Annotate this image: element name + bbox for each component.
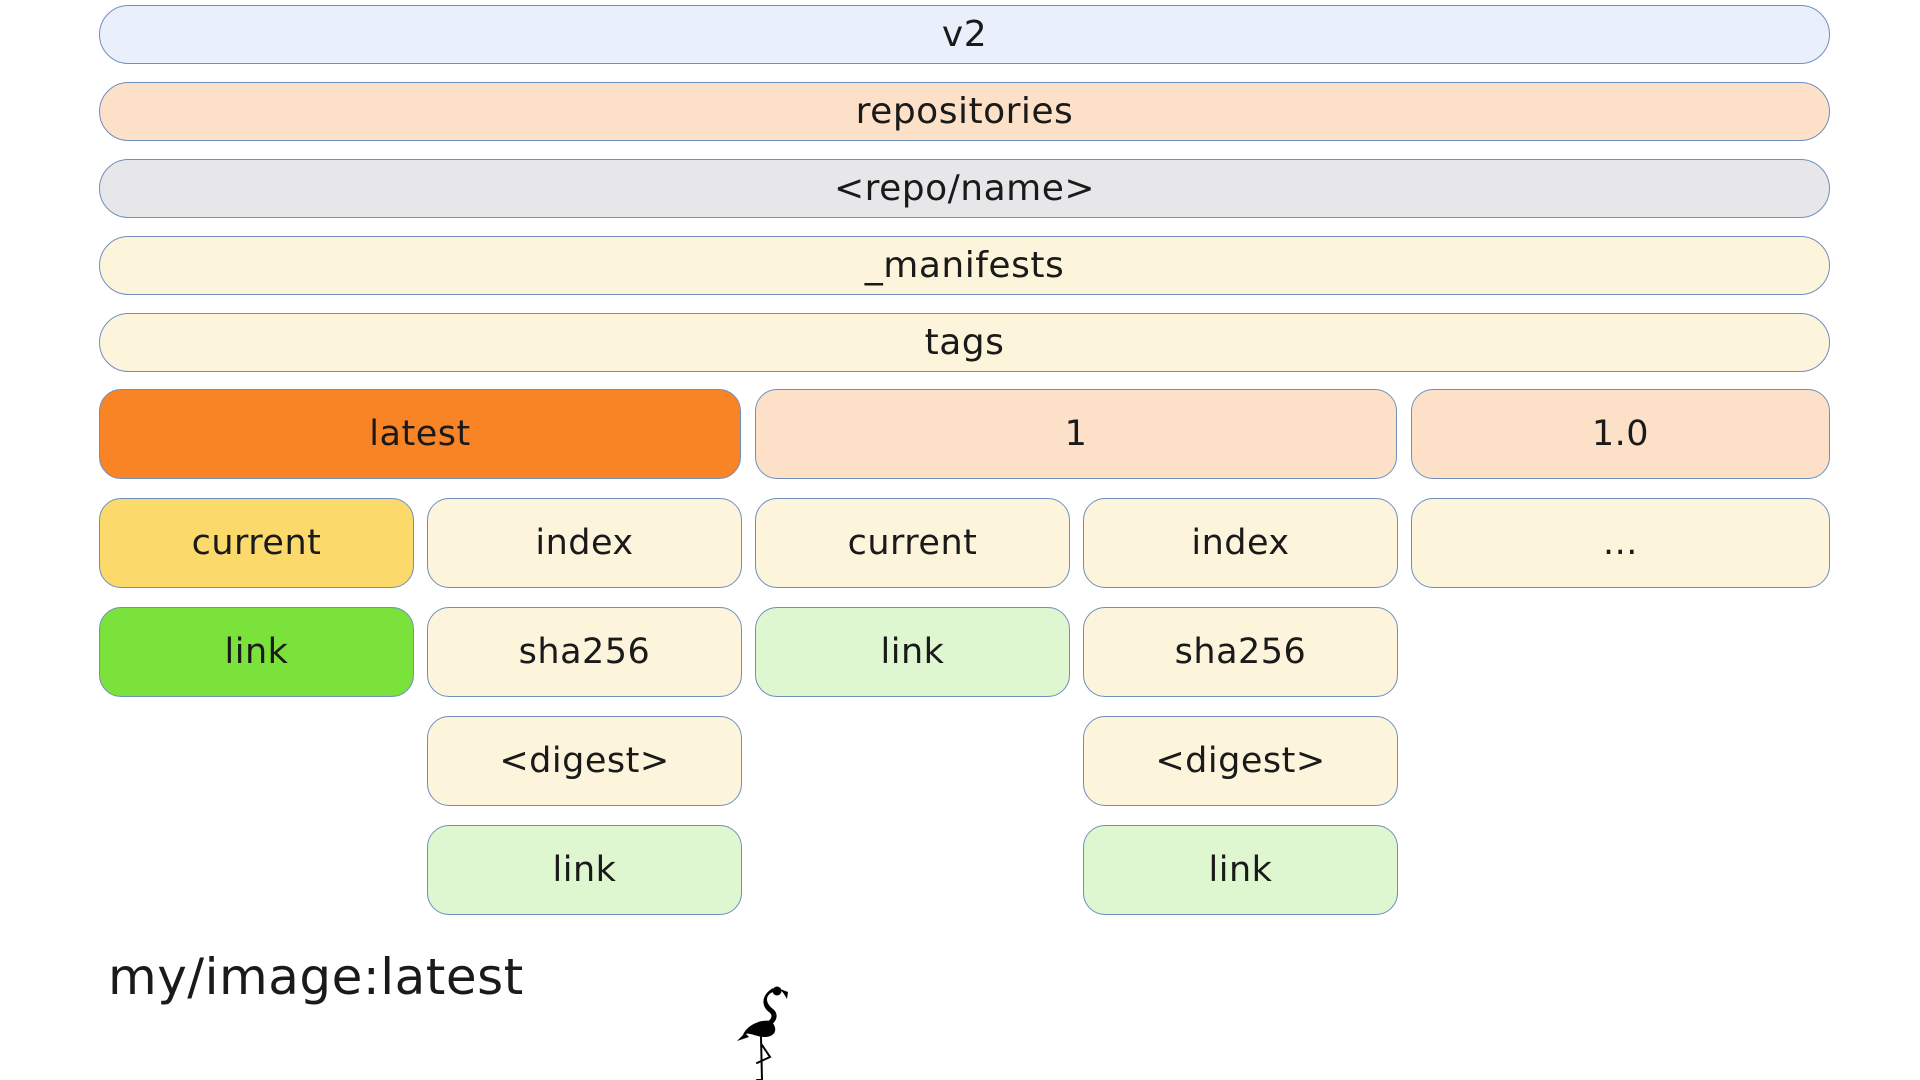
- latest-digest: <digest>: [427, 716, 742, 806]
- tag1-current-link-label: link: [880, 632, 945, 672]
- tag1-0-more-label: ...: [1603, 523, 1638, 563]
- tag-latest-label: latest: [369, 414, 471, 454]
- tag-1-0-label: 1.0: [1591, 414, 1650, 454]
- layer-repo-name: <repo/name>: [99, 159, 1830, 218]
- tag1-current: current: [755, 498, 1070, 588]
- tag1-sha256-label: sha256: [1174, 632, 1307, 672]
- tag1-digest-link-label: link: [1208, 850, 1273, 890]
- tag1-digest-label: <digest>: [1155, 741, 1326, 781]
- tag-latest: latest: [99, 389, 741, 479]
- latest-digest-label: <digest>: [499, 741, 670, 781]
- latest-digest-link-label: link: [552, 850, 617, 890]
- tag-1-0: 1.0: [1411, 389, 1830, 479]
- layer-v2: v2: [99, 5, 1830, 64]
- tag1-0-more: ...: [1411, 498, 1830, 588]
- image-reference-caption: my/image:latest: [108, 948, 524, 1006]
- latest-digest-link: link: [427, 825, 742, 915]
- layer-v2-label: v2: [941, 14, 988, 55]
- latest-sha256-label: sha256: [518, 632, 651, 672]
- layer-tags-label: tags: [924, 322, 1005, 363]
- tag1-index: index: [1083, 498, 1398, 588]
- tag1-current-label: current: [847, 523, 978, 563]
- tag1-sha256: sha256: [1083, 607, 1398, 697]
- latest-current: current: [99, 498, 414, 588]
- tag1-digest-link: link: [1083, 825, 1398, 915]
- layer-manifests: _manifests: [99, 236, 1830, 295]
- latest-sha256: sha256: [427, 607, 742, 697]
- layer-repositories: repositories: [99, 82, 1830, 141]
- latest-index: index: [427, 498, 742, 588]
- flamingo-icon: [737, 986, 788, 1080]
- tag1-index-label: index: [1191, 523, 1290, 563]
- latest-current-label: current: [191, 523, 322, 563]
- layer-repositories-label: repositories: [855, 91, 1074, 132]
- layer-manifests-label: _manifests: [864, 245, 1065, 286]
- tag-1-label: 1: [1064, 414, 1088, 454]
- tag-1: 1: [755, 389, 1397, 479]
- tag1-digest: <digest>: [1083, 716, 1398, 806]
- tag1-current-link: link: [755, 607, 1070, 697]
- latest-current-link-label: link: [224, 632, 289, 672]
- latest-current-link: link: [99, 607, 414, 697]
- layer-repo-name-label: <repo/name>: [833, 168, 1096, 209]
- layer-tags: tags: [99, 313, 1830, 372]
- latest-index-label: index: [535, 523, 634, 563]
